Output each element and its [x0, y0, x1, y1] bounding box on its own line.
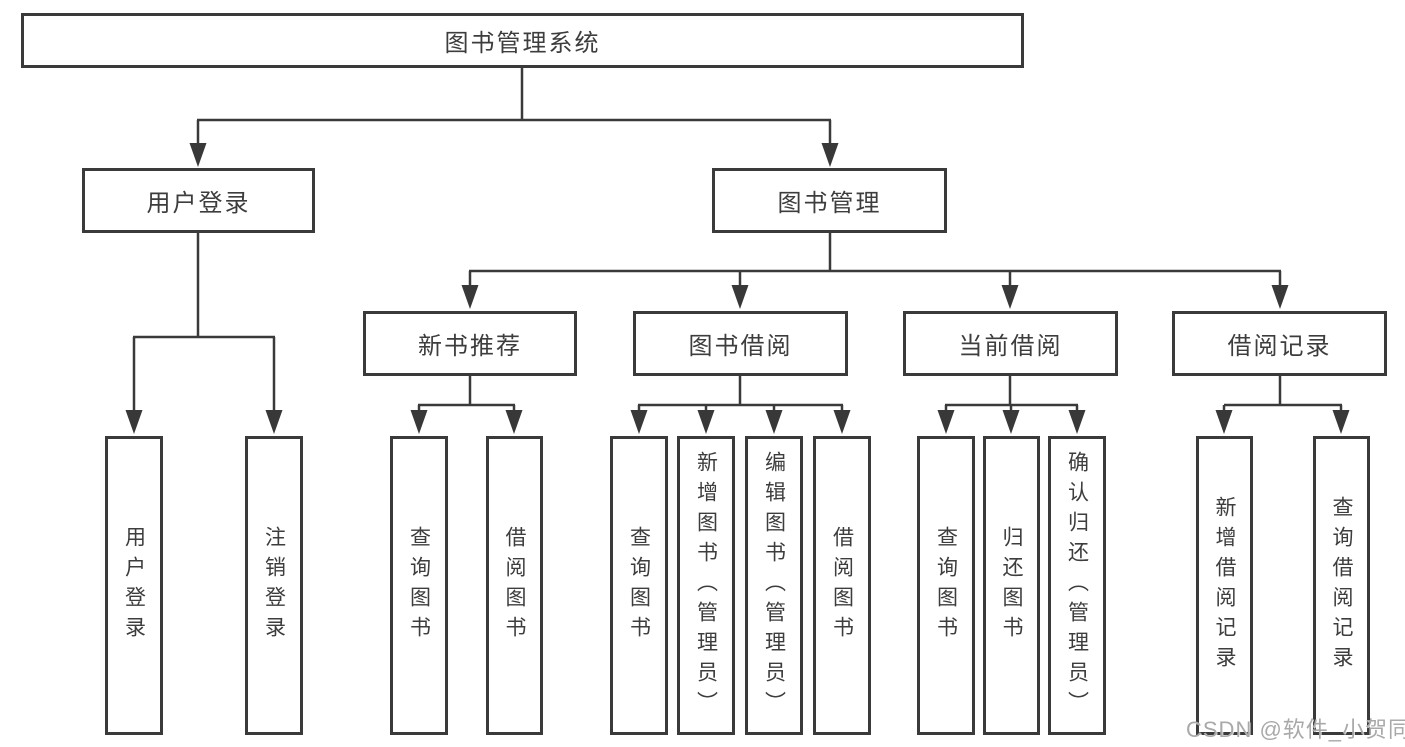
connector-user-login-children — [132, 233, 276, 412]
connector-book-borrowing-children — [637, 376, 844, 412]
node-book-management: 图书管理 — [712, 168, 947, 233]
arrowheads-book-borrowing-children — [630, 410, 851, 434]
connector-book-management-to-level3 — [468, 233, 1282, 287]
arrowheads-current-borrowing-children — [937, 410, 1086, 434]
node-book-borrowing: 图书借阅 — [633, 311, 848, 376]
arrowheads-user-login-children — [125, 410, 283, 434]
node-add-borrow-record: 新增借阅记录 — [1196, 436, 1253, 735]
node-borrow-books-recommend: 借阅图书 — [486, 436, 543, 735]
arrowheads-new-book-children — [410, 410, 523, 434]
connector-current-borrowing-children — [944, 376, 1079, 412]
connector-root-to-level2 — [196, 68, 832, 145]
node-confirm-return-admin: 确认归还（管理员） — [1048, 436, 1106, 735]
node-logout-leaf: 注销登录 — [245, 436, 303, 735]
node-add-books-admin: 新增图书（管理员） — [677, 436, 735, 735]
node-library-management-system: 图书管理系统 — [21, 13, 1024, 68]
node-query-borrow-record: 查询借阅记录 — [1313, 436, 1370, 735]
node-query-books-current: 查询图书 — [917, 436, 975, 735]
arrowheads-level2 — [189, 143, 839, 167]
node-user-login: 用户登录 — [82, 168, 315, 233]
node-user-login-leaf: 用户登录 — [105, 436, 163, 735]
node-return-books: 归还图书 — [983, 436, 1040, 735]
node-new-book-recommendation: 新书推荐 — [363, 311, 577, 376]
arrowheads-level3 — [461, 285, 1289, 309]
node-edit-books-admin: 编辑图书（管理员） — [745, 436, 803, 735]
node-borrowing-records: 借阅记录 — [1172, 311, 1387, 376]
node-query-books-recommend: 查询图书 — [390, 436, 448, 735]
arrowheads-borrowing-records-children — [1215, 410, 1350, 434]
connector-new-book-children — [417, 376, 516, 412]
node-current-borrowing: 当前借阅 — [903, 311, 1118, 376]
connector-borrowing-records-children — [1222, 376, 1343, 412]
csdn-watermark: CSDN @软件_小贺同学 — [1186, 717, 1405, 742]
node-query-books-borrowing: 查询图书 — [610, 436, 668, 735]
node-borrow-books-leaf: 借阅图书 — [813, 436, 871, 735]
